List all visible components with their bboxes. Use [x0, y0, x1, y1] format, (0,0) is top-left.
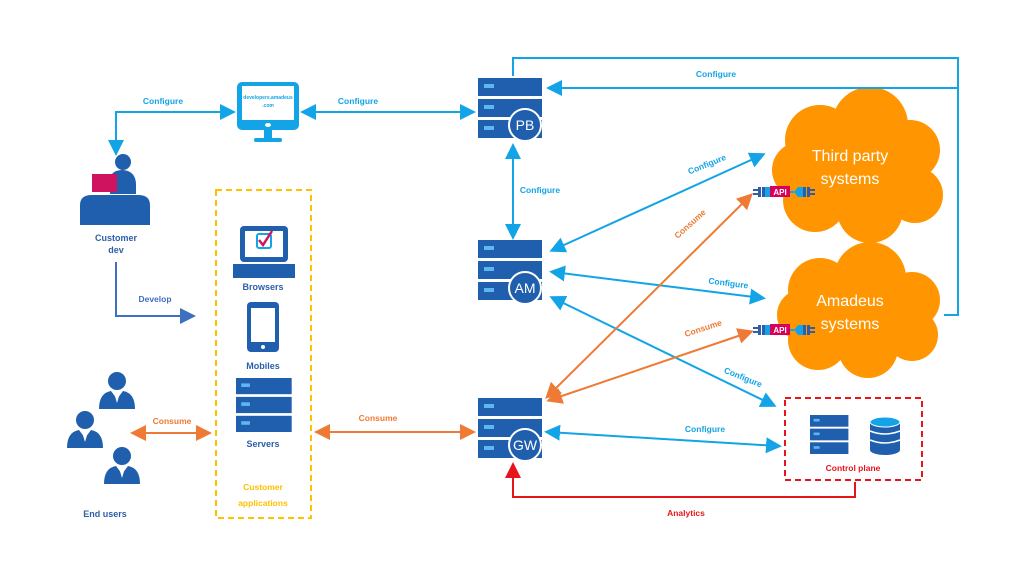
third-party-label-2: systems — [821, 171, 880, 188]
portal-url-1: developers.amadeus — [243, 95, 293, 101]
gw-label: GW — [513, 437, 538, 453]
am-server-node: AM — [478, 240, 542, 305]
customer-dev-label-2: dev — [108, 245, 124, 255]
edge-pb-amadeus-loop — [512, 57, 959, 316]
edge-gw-control — [544, 424, 782, 454]
developer-portal-monitor-icon: developers.amadeus .com — [237, 82, 299, 142]
edge-analytics — [505, 462, 856, 498]
edge-gw-amadeus — [546, 328, 754, 404]
edge-am-third — [549, 152, 766, 253]
control-plane-label: Control plane — [826, 463, 881, 473]
label-portal-pb: Configure — [338, 96, 378, 106]
edge-am-control — [549, 296, 777, 407]
edge-develop — [115, 262, 196, 324]
servers-icon — [236, 378, 292, 432]
api-connector-third-party: API — [752, 186, 816, 198]
label-dev-portal: Configure — [143, 96, 183, 106]
label-analytics: Analytics — [667, 508, 705, 518]
customer-dev-label-1: Customer — [95, 233, 138, 243]
label-users-apps: Consume — [153, 416, 192, 426]
api-badge: API — [773, 326, 786, 335]
api-connector-amadeus: API — [752, 324, 816, 336]
customer-applications-box — [215, 189, 312, 519]
label-gw-third: Consume — [672, 207, 708, 241]
control-plane-server-icon — [810, 415, 849, 454]
mobiles-label: Mobiles — [246, 361, 280, 371]
label-am-amadeus: Configure — [708, 276, 749, 291]
browsers-label: Browsers — [242, 282, 283, 292]
amadeus-label-2: systems — [821, 316, 880, 333]
end-users-icon — [67, 372, 140, 484]
label-pb-am: Configure — [520, 185, 560, 195]
pb-label: PB — [516, 117, 535, 133]
amadeus-label-1: Amadeus — [816, 293, 884, 310]
customer-dev-icon — [80, 154, 150, 225]
third-party-cloud: Third party systems — [772, 87, 943, 243]
database-icon — [869, 416, 901, 455]
label-pb-top: Configure — [696, 69, 736, 79]
consume-edges — [130, 193, 754, 441]
label-develop: Develop — [138, 294, 171, 304]
end-users-label: End users — [83, 509, 127, 519]
customer-applications-label-2: applications — [238, 498, 288, 508]
label-apps-gw: Consume — [359, 413, 398, 423]
api-badge: API — [773, 188, 786, 197]
am-label: AM — [515, 280, 536, 296]
servers-label: Servers — [246, 439, 279, 449]
label-gw-control: Configure — [685, 424, 725, 434]
amadeus-cloud: Amadeus systems — [777, 242, 940, 378]
pb-server-node: PB — [478, 78, 542, 142]
customer-applications-label-1: Customer — [243, 482, 283, 492]
label-gw-amadeus: Consume — [683, 317, 723, 339]
portal-url-2: .com — [262, 103, 274, 109]
third-party-label-1: Third party — [812, 148, 888, 165]
edge-dev-portal — [108, 104, 236, 156]
browsers-icon — [233, 226, 295, 278]
gw-server-node: GW — [478, 398, 542, 462]
mobile-phone-icon — [247, 302, 279, 352]
label-am-control: Configure — [723, 365, 764, 389]
